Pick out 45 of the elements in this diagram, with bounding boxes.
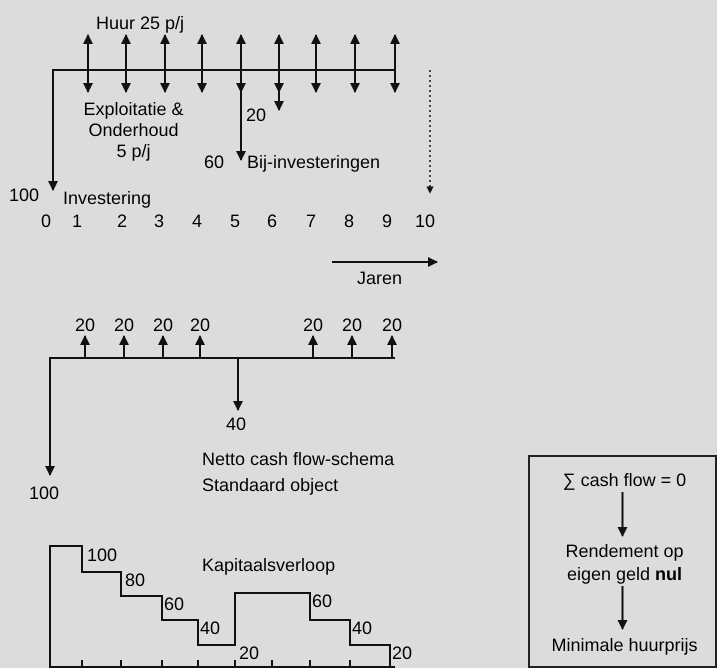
flow-text: Minimale huurprijs: [537, 633, 712, 657]
diagram-label: 5: [230, 211, 240, 232]
diagram-label: 100: [87, 545, 118, 566]
diagram-label: 0: [41, 211, 51, 232]
diagram-label: 40: [226, 414, 246, 435]
flow-text: ∑ cash flow = 0: [547, 468, 702, 492]
diagram-label: 9: [382, 211, 392, 232]
diagram-label: 7: [306, 211, 316, 232]
diagram-label: 100: [9, 185, 40, 206]
diagram-label: 1: [72, 211, 82, 232]
diagram-label: 20: [392, 643, 412, 664]
diagram-label: 40: [352, 618, 372, 639]
frame-box: [528, 455, 717, 668]
diagram-label: 8: [344, 211, 354, 232]
diagram-label: Standaard object: [202, 475, 338, 496]
diagram-label: 40: [200, 618, 220, 639]
diagram-label: Exploitatie & Onderhoud 5 p/j: [83, 99, 184, 162]
diagram-label: 2: [117, 211, 127, 232]
diagram-label: Huur 25 p/j: [96, 13, 184, 34]
diagram-label: 20: [382, 315, 402, 336]
diagram-label: 10: [414, 211, 436, 232]
diagram-label: Bij-investeringen: [247, 152, 380, 173]
diagram-label: Netto cash flow-schema: [202, 449, 394, 470]
diagram-label: Jaren: [357, 268, 402, 289]
diagram-label: 6: [267, 211, 277, 232]
arrow: [618, 586, 628, 630]
diagram-label: 20: [114, 315, 134, 336]
diagram-label: 60: [204, 152, 224, 173]
diagram-label: 100: [29, 483, 60, 504]
flow-text: Rendement op eigen geld nul: [547, 540, 702, 586]
arrow: [618, 492, 628, 537]
diagram-label: 20: [246, 105, 266, 126]
diagram-label: 4: [192, 211, 202, 232]
diagram-label: 20: [190, 315, 210, 336]
diagram-label: 20: [74, 315, 96, 336]
diagram-label: 20: [152, 315, 174, 336]
diagram-label: 20: [302, 315, 324, 336]
diagram-label: 3: [154, 211, 164, 232]
diagram-label: 60: [164, 594, 184, 615]
diagram-label: Investering: [63, 188, 152, 209]
diagram-label: 20: [342, 315, 362, 336]
diagram-label: 80: [125, 570, 146, 591]
diagram-label: Kapitaalsverloop: [202, 555, 336, 576]
diagram-label: 60: [312, 591, 332, 612]
diagram-label: 20: [239, 643, 260, 664]
